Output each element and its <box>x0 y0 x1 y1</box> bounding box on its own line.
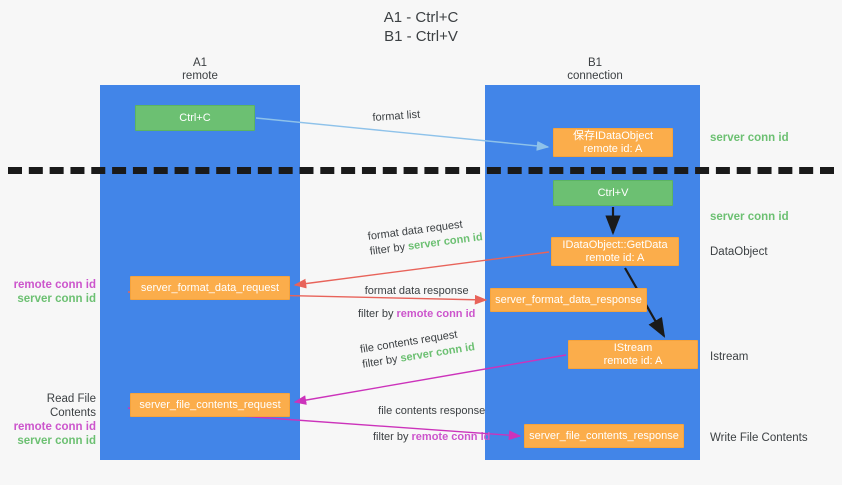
left-label-server-conn-id-2: server conn id <box>17 435 96 447</box>
edge-label-file-contents-request: file contents request filter by server c… <box>359 325 476 372</box>
edge-label-file-contents-response-title: file contents response <box>378 405 486 417</box>
edge-label-format-data-response-title: format data response <box>364 285 469 297</box>
filter-prefix: filter by <box>369 240 409 258</box>
node-server-file-contents-response[interactable]: server_file_contents_response <box>524 424 684 448</box>
filter-key-remote-conn-id: remote conn id <box>411 431 491 443</box>
filter-prefix: filter by <box>358 308 397 320</box>
right-label-server-conn-id-1: server conn id <box>710 132 789 144</box>
column-header-b1: B1 connection <box>567 57 623 82</box>
right-label-istream: Istream <box>710 351 749 363</box>
left-label-remote-conn-id-2: remote conn id <box>13 421 96 433</box>
edge-label-format-data-response-filter: filter by remote conn id <box>358 307 475 322</box>
column-header-a1: A1 remote <box>182 57 218 82</box>
left-label-conn-ids: remote conn id server conn id <box>0 278 96 306</box>
left-label-remote-conn-id: remote conn id <box>13 279 96 291</box>
right-label-server-conn-id-2: server conn id <box>710 211 789 223</box>
node-ctrl-v[interactable]: Ctrl+V <box>553 180 673 206</box>
node-idataobject-getdata[interactable]: IDataObject::GetData remote id: A <box>551 237 679 266</box>
edge-label-format-data-response: format data response filter by remote co… <box>358 284 475 322</box>
node-istream[interactable]: IStream remote id: A <box>568 340 698 369</box>
node-server-format-data-request[interactable]: server_format_data_request <box>130 276 290 300</box>
node-server-format-data-response[interactable]: server_format_data_response <box>490 288 647 312</box>
diagram-title: A1 - Ctrl+C B1 - Ctrl+V <box>383 9 459 45</box>
node-server-file-contents-request[interactable]: server_file_contents_request <box>130 393 290 417</box>
left-label-read-file-contents-block: Read File Contents remote conn id server… <box>0 392 96 448</box>
right-label-dataobject: DataObject <box>710 246 768 258</box>
edge-label-format-data-request: format data request filter by server con… <box>367 215 484 260</box>
filter-prefix: filter by <box>373 431 412 443</box>
node-ctrl-c[interactable]: Ctrl+C <box>135 105 255 131</box>
phase-divider <box>8 167 834 174</box>
edge-label-file-contents-response-filter: filter by remote conn id <box>373 430 490 445</box>
edge-label-file-contents-response: file contents response filter by remote … <box>373 404 490 445</box>
left-label-server-conn-id: server conn id <box>17 293 96 305</box>
edge-label-format-list: format list <box>372 108 421 124</box>
filter-key-remote-conn-id: remote conn id <box>396 308 476 320</box>
right-label-write-file-contents: Write File Contents <box>710 432 808 444</box>
left-label-read-file-contents: Read File Contents <box>46 393 96 419</box>
node-idataobject[interactable]: 保存IDataObject remote id: A <box>553 128 673 157</box>
